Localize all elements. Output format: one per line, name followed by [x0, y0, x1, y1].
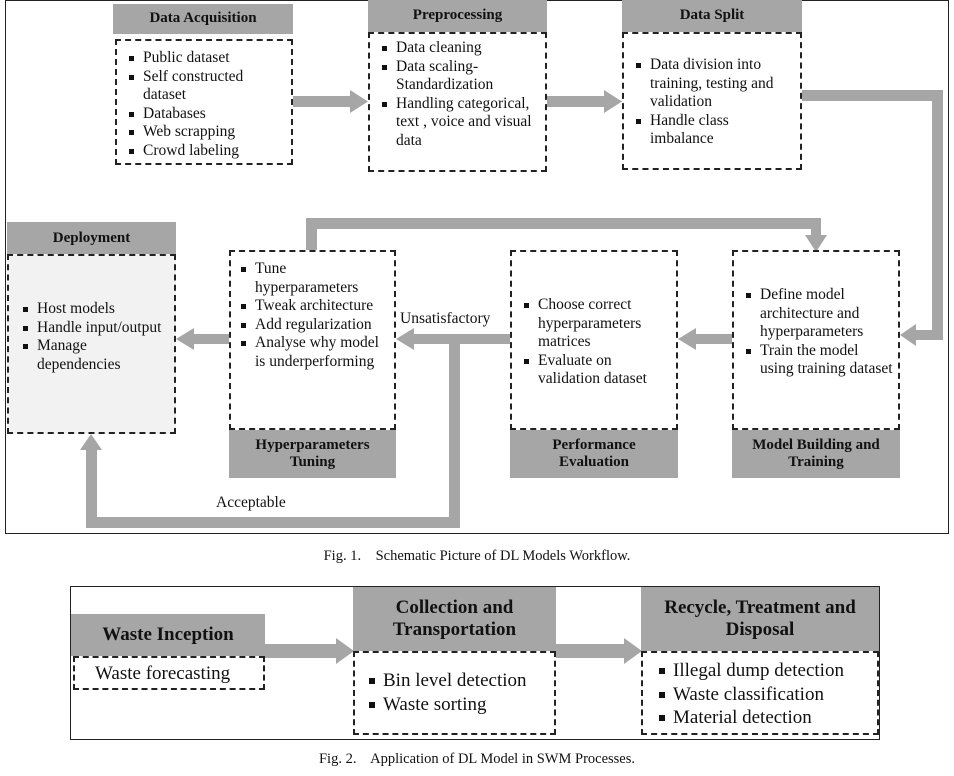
building-item: Train the model using training dataset: [744, 342, 894, 379]
arrow-inception-to-collection: [265, 638, 354, 664]
acquisition-box: Public dataset Self constructed dataset …: [115, 39, 293, 165]
tuning-title: Hyperparameters Tuning: [255, 436, 370, 470]
unsatisfactory-label: Unsatisfactory: [400, 310, 491, 327]
inception-box: Waste forecasting: [73, 656, 265, 690]
tuning-item: Analyse why model is underperforming: [239, 334, 390, 371]
preprocessing-box: Data cleaning Data scaling-Standardizati…: [368, 32, 547, 172]
acquisition-item: Self constructed dataset: [127, 68, 287, 105]
split-box: Data division into training, testing and…: [622, 32, 802, 170]
recycle-item: Waste classification: [657, 683, 873, 707]
split-item: Data division into training, testing and…: [634, 56, 796, 112]
deployment-title: Deployment: [52, 230, 131, 247]
arrow-acquisition-to-preprocessing: [293, 90, 368, 113]
collection-item: Bin level detection: [367, 669, 550, 693]
split-header: Data Split: [622, 0, 802, 32]
tuning-header: Hyperparameters Tuning: [229, 430, 396, 478]
building-box: Define model architecture and hyperparam…: [732, 250, 900, 430]
evaluation-header: Performance Evaluation: [510, 430, 678, 478]
fig1-caption: Fig. 1. Schematic Picture of DL Models W…: [323, 548, 631, 564]
deployment-item: Host models: [21, 300, 170, 319]
recycle-title: Recycle, Treatment and Disposal: [664, 597, 856, 640]
deployment-box: Host models Handle input/output Manage d…: [7, 254, 176, 434]
tuning-item: Add regularization: [239, 316, 390, 335]
arrow-tuning-to-deployment: [176, 328, 229, 350]
building-header: Model Building and Training: [732, 430, 900, 478]
tuning-box: Tune hyperparameters Tweak architecture …: [229, 250, 396, 430]
recycle-item: Material detection: [657, 706, 873, 730]
arrow-preprocessing-to-split: [547, 90, 622, 113]
preprocessing-item: Handling categorical, text , voice and v…: [380, 95, 541, 151]
arrow-collection-to-recycle: [556, 638, 642, 664]
tuning-item: Tune hyperparameters: [239, 260, 390, 297]
evaluation-item: Choose correct hyperparameters matrices: [522, 296, 672, 352]
preprocessing-item: Data scaling-Standardization: [380, 58, 541, 95]
inception-item: Waste forecasting: [95, 663, 231, 684]
acquisition-item: Databases: [127, 105, 287, 124]
split-item: Handle class imbalance: [634, 112, 796, 149]
fig2-caption: Fig. 2. Application of DL Model in SWM P…: [318, 751, 636, 767]
acceptable-label: Acceptable: [216, 494, 286, 511]
recycle-box: Illegal dump detection Waste classificat…: [641, 651, 879, 735]
building-title: Model Building and Training: [752, 436, 880, 470]
inception-title: Waste Inception: [102, 624, 234, 646]
acquisition-header: Data Acquisition: [113, 4, 293, 34]
building-item: Define model architecture and hyperparam…: [744, 286, 894, 342]
arrow-evaluation-to-tuning: [396, 328, 510, 350]
acquisition-title: Data Acquisition: [149, 10, 257, 27]
preprocessing-title: Preprocessing: [412, 7, 503, 24]
recycle-header: Recycle, Treatment and Disposal: [641, 587, 879, 651]
arrow-tuning-to-building: [306, 218, 827, 252]
deployment-item: Handle input/output: [21, 319, 170, 338]
recycle-item: Illegal dump detection: [657, 659, 873, 683]
acquisition-item: Crowd labeling: [127, 142, 287, 161]
tuning-item: Tweak architecture: [239, 297, 390, 316]
preprocessing-header: Preprocessing: [368, 0, 547, 32]
acquisition-item: Public dataset: [127, 49, 287, 68]
deployment-header: Deployment: [7, 222, 176, 256]
collection-box: Bin level detection Waste sorting: [353, 651, 556, 735]
collection-title: Collection and Transportation: [392, 597, 517, 640]
evaluation-box: Choose correct hyperparameters matrices …: [510, 250, 678, 430]
collection-header: Collection and Transportation: [353, 587, 556, 651]
split-title: Data Split: [679, 7, 745, 24]
preprocessing-item: Data cleaning: [380, 39, 541, 58]
collection-item: Waste sorting: [367, 693, 550, 717]
evaluation-item: Evaluate on validation dataset: [522, 352, 672, 389]
fig2-frame: [70, 586, 880, 740]
arrow-building-to-evaluation: [678, 328, 732, 350]
acquisition-item: Web scrapping: [127, 123, 287, 142]
evaluation-title: Performance Evaluation: [552, 436, 636, 470]
inception-header: Waste Inception: [71, 614, 265, 656]
deployment-item: Manage dependencies: [21, 337, 170, 374]
